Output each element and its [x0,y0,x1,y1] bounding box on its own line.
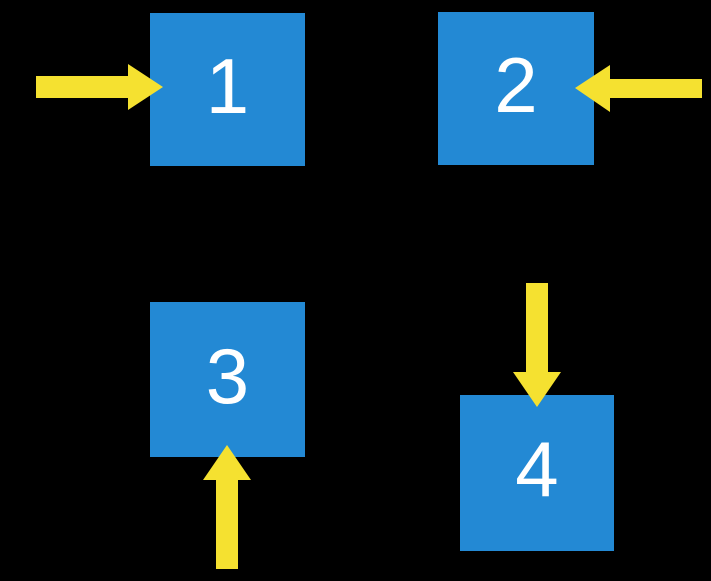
arrow-up-icon [203,445,251,569]
arrow-down-icon [513,283,561,407]
square-1: 1 [150,13,305,166]
square-3-label: 3 [205,331,250,420]
square-2: 2 [438,12,594,165]
square-4-label: 4 [515,425,559,513]
arrow-left-icon [575,65,702,112]
square-3: 3 [150,302,305,457]
square-2-label: 2 [494,40,538,129]
square-4: 4 [460,395,614,551]
arrow-right-icon [36,64,163,110]
square-1-label: 1 [205,41,250,130]
